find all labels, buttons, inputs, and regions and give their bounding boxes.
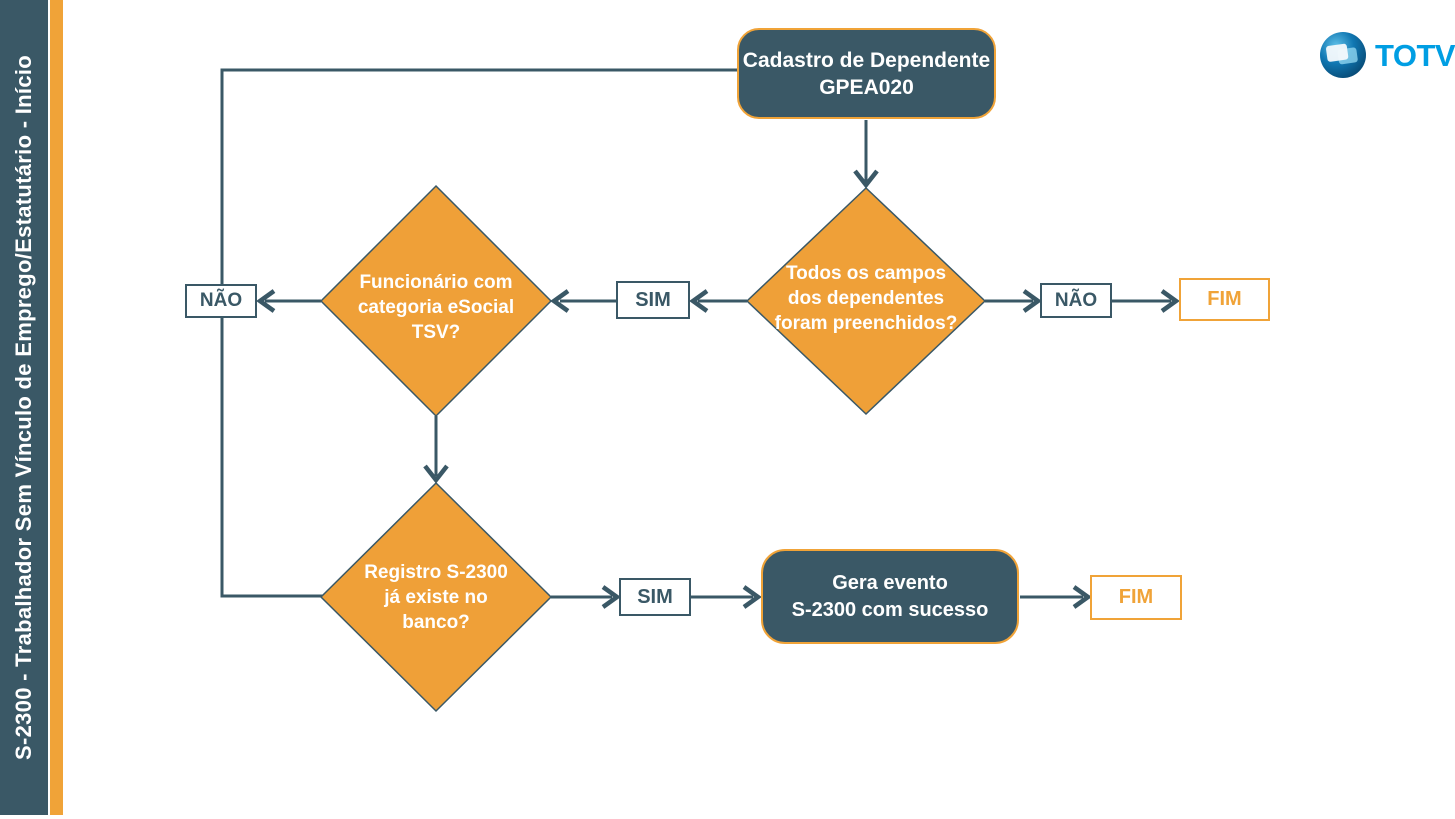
arrowhead-left-decision2 — [550, 289, 570, 313]
label-nao-right: NÃO — [1040, 283, 1112, 318]
decision-fields-text: Todos os campos dos dependentes foram pr… — [761, 261, 971, 336]
decision-registry-text: Registro S-2300 já existe no banco? — [331, 560, 541, 635]
start-node-line1: Cadastro de Dependente — [742, 48, 991, 72]
decision-category-text: Funcionário com categoria eSocial TSV? — [331, 270, 541, 345]
arrowhead-right-success — [742, 585, 762, 609]
decision-registry-line2: já existe no — [384, 587, 488, 608]
decision-category-line1: Funcionário com — [359, 272, 513, 293]
decision-registry-diamond — [319, 481, 553, 713]
decision-category-line3: TSV? — [411, 322, 461, 343]
success-node-line1: Gera evento — [832, 571, 948, 594]
decision-fields-diamond — [745, 186, 987, 416]
end-node-right: FIM — [1179, 278, 1270, 321]
arrowhead-right-fim-bottom — [1072, 585, 1092, 609]
label-sim-top: SIM — [616, 281, 690, 319]
arrowhead-right-fim-top — [1160, 289, 1180, 313]
success-node-line2: S-2300 com sucesso — [791, 598, 989, 621]
success-node: Gera evento S-2300 com sucesso — [761, 549, 1019, 644]
arrowhead-left-sim-top — [689, 289, 709, 313]
totvs-logo: TOTVS — [1318, 30, 1455, 80]
label-nao-left: NÃO — [185, 284, 257, 318]
start-node: Cadastro de Dependente GPEA020 — [737, 28, 996, 119]
arrowhead-down-decision3 — [423, 464, 449, 484]
decision-fields-line1: Todos os campos — [785, 263, 947, 284]
sidebar-accent-bar — [50, 0, 63, 815]
end-node-bottom: FIM — [1090, 575, 1182, 620]
decision-category-diamond — [319, 184, 553, 418]
start-node-line2: GPEA020 — [819, 75, 914, 99]
sidebar-bar — [0, 0, 48, 815]
arrowhead-right-sim-bottom — [601, 585, 621, 609]
brand-text: TOTVS — [1375, 38, 1455, 73]
arrowhead-right-nao — [1022, 289, 1042, 313]
arrowhead-left-nao — [256, 289, 276, 313]
arrowhead-down-decision1 — [853, 169, 879, 189]
totvs-sphere-icon — [1320, 32, 1366, 78]
connector-loop-back — [220, 68, 740, 598]
decision-fields-line3: foram preenchidos? — [774, 313, 958, 334]
decision-fields-line2: dos dependentes — [787, 288, 945, 309]
label-sim-bottom: SIM — [619, 578, 691, 616]
decision-registry-line3: banco? — [402, 612, 470, 633]
decision-category-line2: categoria eSocial — [357, 297, 515, 318]
decision-registry-line1: Registro S-2300 — [364, 562, 508, 583]
